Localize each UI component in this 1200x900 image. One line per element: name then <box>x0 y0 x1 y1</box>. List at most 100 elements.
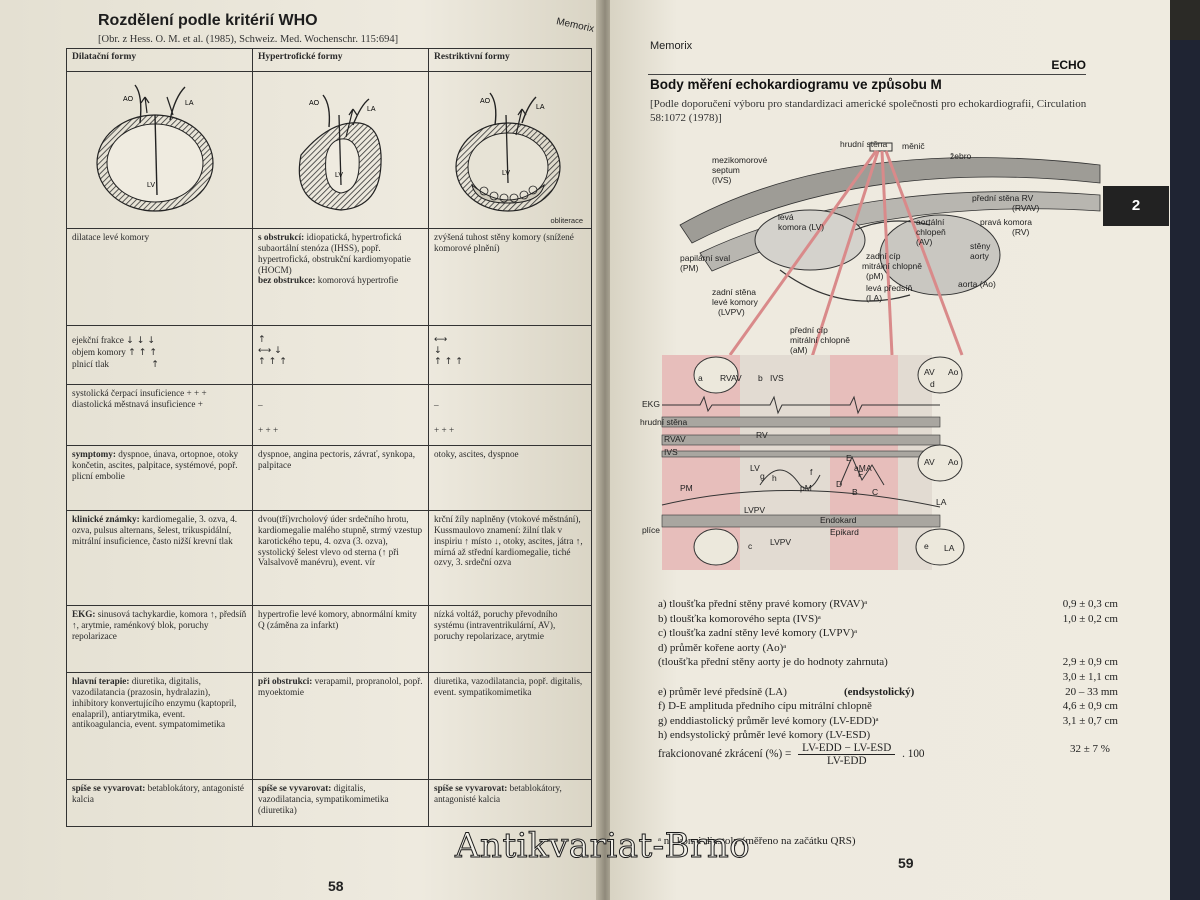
hemo-col2-volume: ⟷ ↓ <box>258 344 282 356</box>
measurement-label: f) D-E amplituda předního cípu mitrální … <box>658 700 872 713</box>
therapy-col2-bold: při obstrukci: <box>258 676 313 686</box>
lbl-lv-trace: LV <box>750 463 760 473</box>
avoid-col2-bold: spíše se vyvarovat: <box>258 783 332 793</box>
right-running-head: Memorix <box>650 40 693 52</box>
measurement-label: b) tloušťka komorového septa (IVS)ᵃ <box>658 612 821 625</box>
label-ao-1: AO <box>123 96 134 103</box>
cell-ekg-dilatation: EKG: sinusová tachykardie, komora ↑, pře… <box>66 605 253 673</box>
measurement-row: h) endsystolický průměr levé komory (LV-… <box>658 729 1118 744</box>
cell-avoid-hypertrophic: spíše se vyvarovat: digitalis, vazodilat… <box>252 779 429 827</box>
lbl-letter-h: h <box>772 473 777 483</box>
lbl-letter-b: b <box>758 373 763 383</box>
table-row-therapy: hlavní terapie: diuretika, digitalis, va… <box>66 672 592 780</box>
hemo-col2-pressure: ↑ ↑ ↑ <box>258 355 287 367</box>
formula-lhs: frakcionované zkrácení (%) = <box>658 748 792 761</box>
lbl-wave-f: F <box>858 469 863 479</box>
highlight-band-right <box>830 355 898 570</box>
avoid-col1-bold: spíše se vyvarovat: <box>72 783 146 793</box>
lbl-lvpv-bottom: LVPV <box>770 537 791 547</box>
lbl-lvpv: (LVPV) <box>718 307 745 317</box>
book-cover-edge <box>1170 40 1200 900</box>
lbl-menic: měnič <box>902 141 925 151</box>
cell-therapy-hypertrophic: při obstrukci: verapamil, propranolol, p… <box>252 672 429 780</box>
lbl-wave-c: C <box>872 487 878 497</box>
measurement-value: 4,6 ± 0,9 cm <box>1062 700 1118 713</box>
formula-denominator: LV-EDD <box>826 755 867 767</box>
insuf-col3-bottom: + + + <box>434 424 455 435</box>
cell-def-restrictive: zvýšená tuhost stěny komory (snížené kom… <box>428 228 592 326</box>
footnote: ᵃ na konci diastoly (měřeno na začátku Q… <box>658 835 856 847</box>
avoid-col3-bold: spíše se vyvarovat: <box>434 783 508 793</box>
measurement-bold: (endsystolický) <box>844 685 915 698</box>
cell-symptoms-dilatation: symptomy: dyspnoe, únava, ortopnoe, otok… <box>66 445 253 511</box>
hemo-col2-ef: ↑ <box>258 334 266 345</box>
cell-insuf-dilatation: systolická čerpací insuficience + + + di… <box>66 384 253 446</box>
section-header: ECHO <box>1051 58 1086 72</box>
measurement-row: b) tloušťka komorového septa (IVS)ᵃ 1,0 ±… <box>658 613 1118 628</box>
label-la-1: LA <box>185 100 194 107</box>
lbl-wave-d: D <box>836 479 842 489</box>
book-gutter <box>596 0 614 900</box>
measurement-row: g) enddiastolický průměr levé komory (LV… <box>658 715 1118 730</box>
formula-numerator: LV-EDD − LV-ESD <box>798 742 896 755</box>
ekg-bold: EKG: <box>72 609 96 619</box>
lbl-av: (AV) <box>916 237 933 247</box>
lbl-septum: septum <box>712 165 740 175</box>
mitral-trace-2 <box>839 455 885 486</box>
lbl-zadni-stena: zadní stěna <box>712 287 756 297</box>
therapy-col2-text: verapamil, propranolol, popř. myoektomie <box>258 676 423 697</box>
lbl-letter-g: g <box>760 471 765 481</box>
measurement-row: e) průměr levé předsíně (LA) (endsystoli… <box>658 686 1118 701</box>
lbl-la-trace-2: LA <box>944 543 955 553</box>
def-text-1: idiopatická, hypertrofická subaortální s… <box>258 232 411 275</box>
cell-clinical-hypertrophic: dvou(tří)vrcholový úder srdečního hrotu,… <box>252 510 429 606</box>
left-reference: [Obr. z Hess. O. M. et al. (1985), Schwe… <box>98 34 399 45</box>
lbl-prava-komora: pravá komora <box>980 217 1032 227</box>
cell-symptoms-restrictive: otoky, ascites, dyspnoe <box>428 445 592 511</box>
figure-cell-dilated: AO LA LV <box>66 71 253 229</box>
hemo-col3-volume: ↓ <box>434 344 442 356</box>
cell-ekg-restrictive: nízká voltáž, poruchy převodního systému… <box>428 605 592 673</box>
lbl-am: (aM) <box>790 345 808 355</box>
right-reference: [Podle doporučení výboru pro standardiza… <box>650 98 1087 125</box>
avoid-col1-text: betablokátory, antagonisté kalcia <box>72 783 244 804</box>
lbl-pm2: (pM) <box>866 271 884 281</box>
hypertrophic-heart-figure: AO LA LV <box>298 94 382 211</box>
measurement-row: (tloušťka přední stěny aorty je do hodno… <box>658 656 1118 671</box>
left-page: Rozdělení podle kritérií WHO Memorix [Ob… <box>0 0 600 900</box>
measurement-value: 1,0 ± 0,2 cm <box>1062 612 1118 625</box>
lbl-hrudni-stena: hrudní stěna <box>840 139 888 149</box>
clinical-bold: klinické známky: <box>72 514 140 524</box>
lbl-wave-a: A <box>866 463 872 473</box>
symptoms-bold: symptomy: <box>72 449 116 459</box>
fractional-shortening-formula: frakcionované zkrácení (%) = LV-EDD − LV… <box>658 742 925 767</box>
label-ao-3: AO <box>480 98 491 105</box>
hemo-label-pressure: plnicí tlak <box>72 358 109 369</box>
cell-hemo-restrictive: ⟷ ↓ ↑ ↑ ↑ <box>428 325 592 385</box>
measurement-row: f) D-E amplituda předního cípu mitrální … <box>658 700 1118 715</box>
chapter-tab: 2 <box>1103 186 1169 226</box>
lbl-rv: (RV) <box>1012 227 1029 237</box>
cell-therapy-restrictive: diuretika, vazodilatancia, popř. digital… <box>428 672 592 780</box>
cell-avoid-restrictive: spíše se vyvarovat: betablokátory, antag… <box>428 779 592 827</box>
cell-insuf-hypertrophic: – + + + <box>252 384 429 446</box>
lbl-letter-a: a <box>698 373 703 383</box>
table-row-insufficiency: systolická čerpací insuficience + + + di… <box>66 384 592 446</box>
measurement-label: c) tloušťka zadní stěny levé komory (LVP… <box>658 627 858 640</box>
lbl-wave-e: E <box>846 453 852 463</box>
measurement-value: 3,1 ± 0,7 cm <box>1062 714 1118 727</box>
measurement-label: (tloušťka přední stěny aorty je do hodno… <box>658 656 888 669</box>
hemo-col1-volume: ↑ ↑ ↑ <box>128 346 158 358</box>
hemo-col3-pressure: ↑ ↑ ↑ <box>434 355 463 367</box>
lbl-lvpv-trace: LVPV <box>744 505 765 515</box>
lbl-zadni-cip: zadní cíp <box>866 251 901 261</box>
cell-clinical-restrictive: krční žíly naplněny (vtokové městnání), … <box>428 510 592 606</box>
figure-cell-hypertrophic: AO LA LV <box>252 71 429 229</box>
measurement-row: c) tloušťka zadní stěny levé komory (LVP… <box>658 627 1118 642</box>
cell-def-hypertrophic: s obstrukcí: idiopatická, hypertrofická … <box>252 228 429 326</box>
left-page-number: 58 <box>328 878 344 894</box>
lbl-endokard: Endokard <box>820 515 857 525</box>
lbl-pm-small: pM <box>800 483 812 493</box>
lbl-mezikomorove: mezikomorové <box>712 155 768 165</box>
lbl-la: (LA) <box>866 293 882 303</box>
